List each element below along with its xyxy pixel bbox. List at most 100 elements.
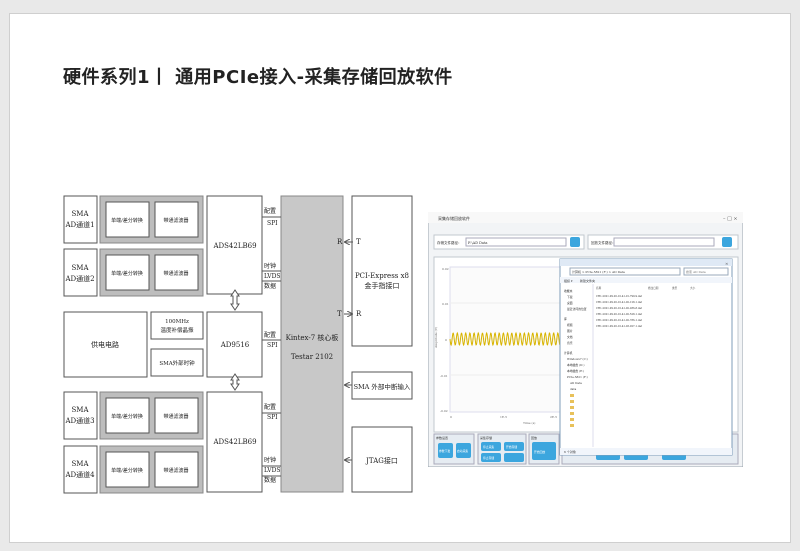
osc-block: 100MHz 温度补偿晶振 — [150, 311, 204, 340]
svg-text:文档: 文档 — [567, 335, 573, 339]
svg-text:时钟: 时钟 — [264, 456, 276, 464]
svg-text:CH1-2021-09-26-10-41-02-128-1.: CH1-2021-09-26-10-41-02-128-1.dat — [596, 301, 642, 304]
svg-text:数据: 数据 — [264, 476, 276, 484]
block-diagram: SMA AD通道1 SMA AD通道2 SMA AD通道3 SMA AD通道4 … — [63, 195, 413, 494]
svg-text:SMA外部时钟: SMA外部时钟 — [159, 359, 195, 367]
svg-text:回放文件路径：: 回放文件路径： — [591, 240, 616, 245]
svg-text:采集存储回放软件: 采集存储回放软件 — [438, 215, 470, 221]
svg-text:本地磁盘 (D:): 本地磁盘 (D:) — [567, 363, 584, 367]
svg-text:0.01: 0.01 — [442, 302, 449, 306]
svg-text:名称: 名称 — [596, 286, 602, 290]
svg-text:PCIe-5821 (F:): PCIe-5821 (F:) — [567, 375, 588, 379]
bus-labels: 配置 SPI 时钟 LVDS 数据 配置 SPI 配置 SPI 时钟 LVDS … — [264, 208, 281, 484]
svg-text:金手指接口: 金手指接口 — [365, 281, 400, 290]
svg-text:计算机: 计算机 — [564, 351, 573, 355]
svg-text:data: data — [570, 387, 577, 391]
svg-text:Time (s): Time (s) — [523, 421, 535, 425]
svg-text:带通滤波器: 带通滤波器 — [163, 413, 188, 420]
svg-text:修改日期: 修改日期 — [648, 286, 659, 290]
frontend-ch1: 单端/差分转换 带通滤波器 — [99, 195, 204, 244]
svg-text:开始存储: 开始存储 — [506, 445, 517, 449]
ext-clk-block: SMA外部时钟 — [150, 348, 204, 377]
jtag-block: JTAG接口 — [345, 426, 413, 493]
svg-text:0: 0 — [445, 338, 447, 342]
svg-text:带通滤波器: 带通滤波器 — [163, 217, 188, 224]
svg-text:F:\AD Data: F:\AD Data — [468, 241, 488, 245]
svg-text:AD通道4: AD通道4 — [64, 470, 95, 479]
svg-text:T: T — [356, 238, 361, 246]
svg-text:时钟: 时钟 — [264, 262, 276, 270]
svg-text:组织 ▾: 组织 ▾ — [564, 278, 573, 283]
svg-text:类型: 类型 — [672, 286, 678, 290]
svg-text:供电电路: 供电电路 — [91, 340, 119, 349]
save-path-bar: 存储文件路径： F:\AD Data — [433, 234, 585, 250]
svg-text:AD通道2: AD通道2 — [64, 274, 94, 283]
sma-ch4: SMA AD通道4 — [63, 445, 98, 494]
svg-text:单端/差分转换: 单端/差分转换 — [111, 270, 143, 277]
svg-text:音乐: 音乐 — [567, 341, 573, 345]
svg-text:AD通道1: AD通道1 — [64, 220, 94, 229]
svg-text:单端/差分转换: 单端/差分转换 — [111, 467, 143, 474]
svg-text:ADS42LB69: ADS42LB69 — [212, 242, 256, 250]
sma-ch3: SMA AD通道3 — [63, 391, 98, 440]
svg-text:存储文件路径：: 存储文件路径： — [437, 240, 462, 245]
svg-text:停止存储: 停止存储 — [483, 456, 494, 460]
folder-icons — [570, 394, 574, 427]
svg-text:新建文件夹: 新建文件夹 — [580, 278, 595, 283]
svg-text:-0.02: -0.02 — [440, 409, 448, 413]
svg-text:带通滤波器: 带通滤波器 — [163, 270, 188, 277]
frontend-ch2: 单端/差分转换 带通滤波器 — [99, 248, 204, 297]
svg-text:Windows7 (C:): Windows7 (C:) — [567, 357, 588, 361]
svg-text:开始回放: 开始回放 — [534, 450, 545, 454]
svg-text:桌面: 桌面 — [567, 301, 573, 305]
adc-top: ADS42LB69 — [206, 195, 263, 295]
svg-text:Kintex-7 核心板: Kintex-7 核心板 — [286, 333, 339, 342]
waveform-trace — [449, 331, 561, 347]
pcie-block: PCI-Express x8 金手指接口 R T T R — [337, 195, 413, 347]
svg-text:库: 库 — [564, 317, 567, 321]
svg-text:SMA: SMA — [71, 460, 89, 468]
svg-text:配置: 配置 — [264, 404, 276, 411]
power-block: 供电电路 — [63, 311, 148, 378]
svg-text:R: R — [337, 238, 343, 246]
svg-text:Amplitude (V): Amplitude (V) — [434, 327, 438, 349]
svg-text:2E-5: 2E-5 — [550, 415, 557, 419]
svg-text:采集存储: 采集存储 — [480, 435, 492, 440]
svg-text:-0.01: -0.01 — [440, 374, 448, 378]
svg-text:0: 0 — [450, 415, 452, 419]
svg-text:参数设置: 参数设置 — [436, 435, 448, 440]
svg-text:ADS42LB69: ADS42LB69 — [212, 438, 256, 446]
svg-text:搜索 AD Data: 搜索 AD Data — [686, 269, 706, 274]
svg-text:LVDS: LVDS — [264, 273, 281, 280]
svg-text:Testar 2102: Testar 2102 — [291, 353, 333, 361]
svg-text:SMA: SMA — [71, 264, 89, 272]
svg-text:SPI: SPI — [267, 342, 278, 349]
svg-text:R: R — [356, 310, 362, 318]
sma-ch1: SMA AD通道1 — [63, 195, 98, 244]
svg-text:AD Data: AD Data — [569, 381, 582, 385]
svg-text:SMA: SMA — [71, 406, 89, 414]
svg-text:PCI-Express x8: PCI-Express x8 — [355, 272, 409, 280]
svg-text:配置: 配置 — [264, 332, 276, 339]
svg-text:图片: 图片 — [567, 329, 573, 333]
frontend-ch4: 单端/差分转换 带通滤波器 — [99, 445, 204, 494]
svg-text:T: T — [337, 310, 342, 318]
adc-bottom: ADS42LB69 — [206, 391, 263, 493]
svg-text:SPI: SPI — [267, 220, 278, 227]
svg-text:CH1-2021-09-26-10-41-03-027-1.: CH1-2021-09-26-10-41-03-027-1.dat — [596, 325, 642, 328]
svg-text:最近访问的位置: 最近访问的位置 — [567, 307, 587, 311]
svg-text:回放: 回放 — [531, 435, 537, 440]
svg-text:本地磁盘 (E:): 本地磁盘 (E:) — [567, 369, 584, 373]
svg-text:– □ ×: – □ × — [723, 216, 738, 222]
page-title: 硬件系列1丨 通用PCIe接入-采集存储回放软件 — [63, 67, 453, 88]
svg-text:CH1-2021-09-26-10-41-02-286-8.: CH1-2021-09-26-10-41-02-286-8.dat — [596, 307, 642, 310]
svg-text:6 个对象: 6 个对象 — [564, 449, 576, 454]
bus-lines — [262, 216, 281, 477]
svg-text:CH1-2021-09-26-10-41-01-799-9.: CH1-2021-09-26-10-41-01-799-9.dat — [596, 295, 642, 298]
svg-text:1E-5: 1E-5 — [500, 415, 507, 419]
svg-text:配置: 配置 — [264, 208, 276, 215]
svg-text:数据: 数据 — [264, 282, 276, 290]
svg-text:100MHz: 100MHz — [165, 319, 189, 325]
svg-text:SMA 外部中断输入: SMA 外部中断输入 — [354, 382, 411, 391]
svg-text:单端/差分转换: 单端/差分转换 — [111, 413, 143, 420]
